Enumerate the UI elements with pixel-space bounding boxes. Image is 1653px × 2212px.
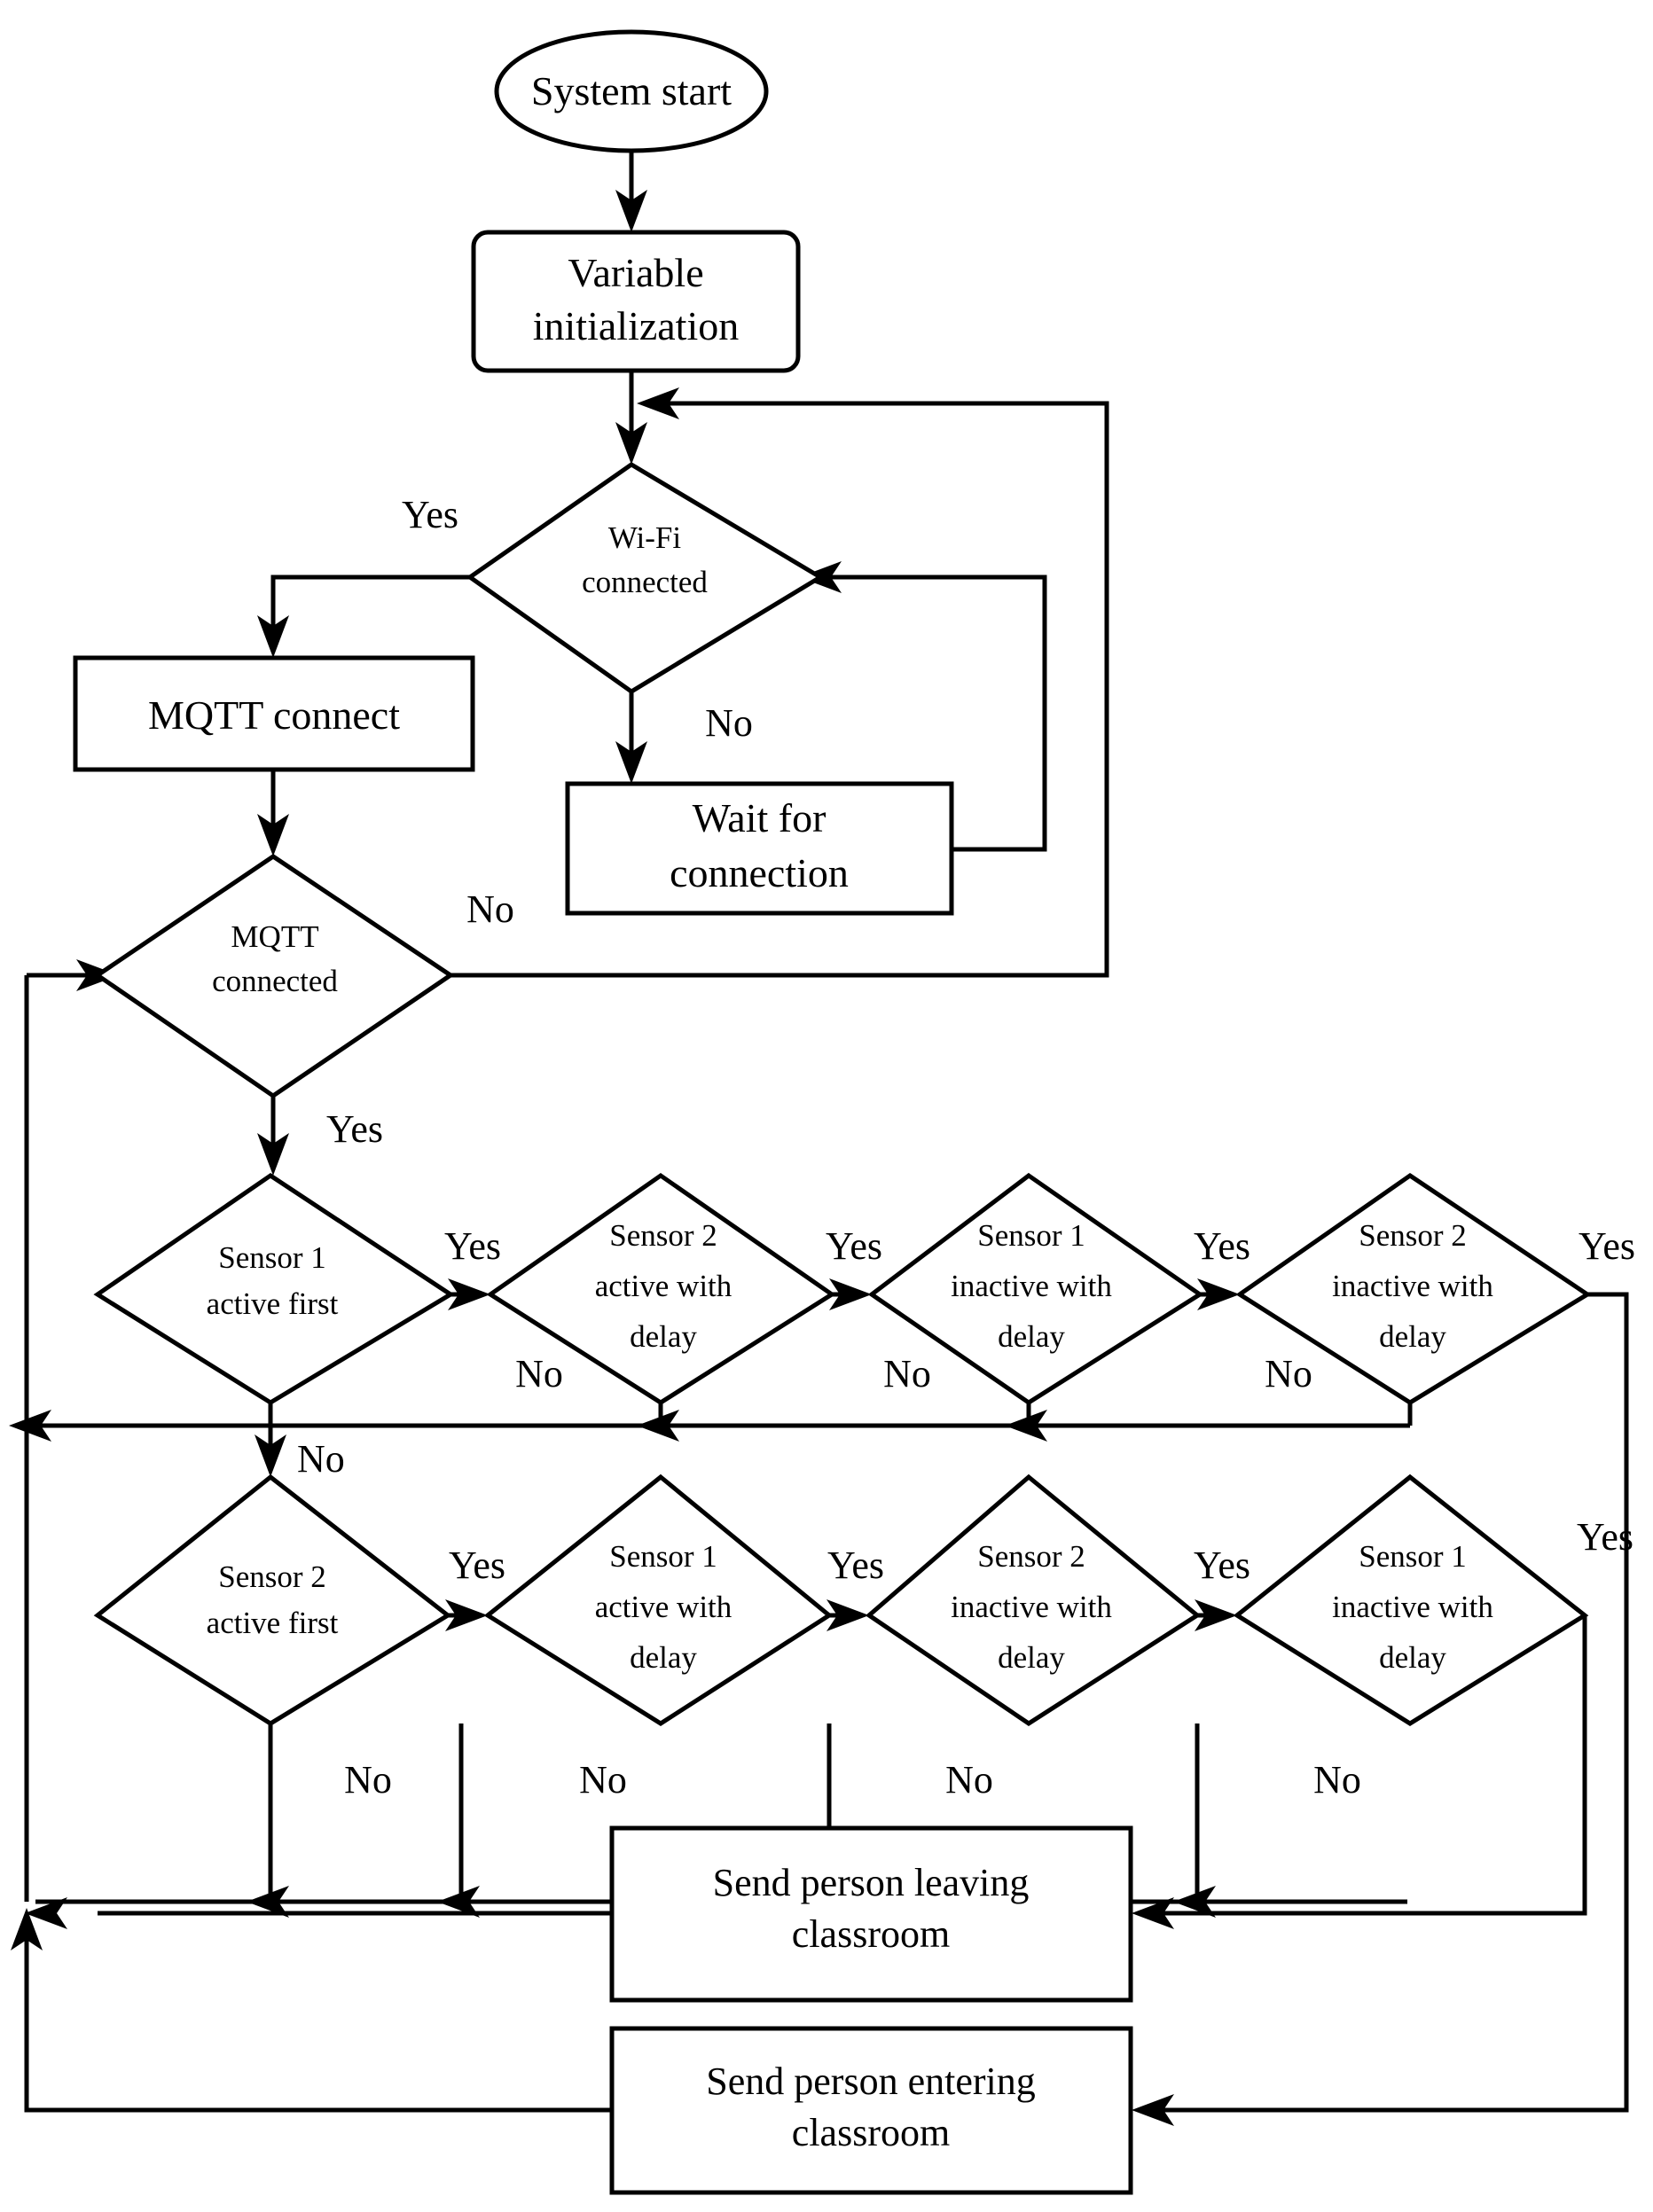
node-r2d3-line3: delay (998, 1640, 1065, 1675)
node-system-start-label: System start (531, 68, 732, 113)
edge-label-r1-yes-3: Yes (1194, 1224, 1250, 1268)
node-wait-for-connection[interactable]: Wait for connection (565, 781, 954, 916)
edge-label-r1-yes-2: Yes (826, 1224, 882, 1268)
edge-wifi-yes-to-mqtt-connect (257, 574, 470, 658)
edge-label-r2-no-3: No (945, 1758, 993, 1802)
node-mqtt-connected-decision[interactable]: MQTT connected (93, 853, 455, 1099)
edge-send-entering-to-left-return (24, 1986, 612, 2113)
node-r1d2-line2: active with (595, 1269, 732, 1303)
node-r2d2-line1: Sensor 1 (609, 1539, 717, 1574)
node-r1-sensor1-active-first[interactable]: Sensor 1 active first (93, 1172, 455, 1405)
node-r1-sensor1-inactive-with-delay[interactable]: Sensor 1 inactive with delay (867, 1172, 1204, 1405)
edge-mqtt-yes-to-row1 (257, 1096, 289, 1176)
node-r2d1-line1: Sensor 2 (218, 1559, 326, 1594)
node-variable-initialization-line1: Variable (568, 250, 703, 295)
edge-label-r2-no-2: No (579, 1758, 627, 1802)
node-r2d4-line3: delay (1379, 1640, 1446, 1675)
node-r2-sensor2-inactive-with-delay[interactable]: Sensor 2 inactive with delay (865, 1473, 1202, 1726)
node-wifi-connected-decision[interactable]: Wi-Fi connected (466, 462, 825, 694)
node-r2d3-line2: inactive with (951, 1590, 1112, 1624)
node-send-entering-line2: classroom (792, 2111, 950, 2154)
node-r2d3-line1: Sensor 2 (977, 1539, 1085, 1574)
node-r2-sensor1-active-with-delay[interactable]: Sensor 1 active with delay (483, 1473, 834, 1726)
edge-label-wifi-yes: Yes (402, 493, 458, 536)
edge-label-r1-no-1: No (297, 1437, 345, 1481)
edge-label-r2-yes-3: Yes (1194, 1544, 1250, 1587)
node-r2d2-line2: active with (595, 1590, 732, 1624)
node-send-person-entering[interactable]: Send person entering classroom (609, 2026, 1133, 2195)
edge-mqtt-connect-to-check (257, 770, 289, 856)
node-send-leaving-line1: Send person leaving (713, 1861, 1030, 1904)
node-mqtt-connected-line1: MQTT (231, 919, 318, 954)
node-wifi-connected-line2: connected (582, 565, 708, 599)
edge-label-r1-no-4: No (1265, 1352, 1312, 1395)
node-r1d2-line3: delay (630, 1319, 697, 1354)
node-mqtt-connect[interactable]: MQTT connect (73, 655, 475, 772)
edge-send-leaving-to-left-return (11, 1897, 612, 1986)
node-r1-sensor2-active-with-delay[interactable]: Sensor 2 active with delay (486, 1172, 836, 1405)
node-wifi-connected-line1: Wi-Fi (608, 520, 681, 555)
edge-r1d1-no-to-row2 (255, 1403, 286, 1477)
node-mqtt-connect-label: MQTT connect (148, 692, 400, 738)
node-r1d1-line2: active first (207, 1286, 339, 1321)
node-r2-sensor1-inactive-with-delay[interactable]: Sensor 1 inactive with delay (1233, 1473, 1589, 1726)
edge-label-r1-yes-4: Yes (1579, 1224, 1635, 1268)
node-r2d4-line2: inactive with (1332, 1590, 1493, 1624)
edge-init-to-wifi (615, 371, 647, 465)
node-r1d4-line3: delay (1379, 1319, 1446, 1354)
edge-r1d4-yes-to-send-entering (1132, 1292, 1629, 2126)
node-r2d2-line3: delay (630, 1640, 697, 1675)
edge-r2d4-yes-to-send-leaving (1132, 1615, 1587, 1929)
node-r1-sensor2-inactive-with-delay[interactable]: Sensor 2 inactive with delay (1235, 1172, 1592, 1405)
node-r1d3-line2: inactive with (951, 1269, 1112, 1303)
edge-start-to-init (615, 149, 647, 232)
node-wait-for-connection-line2: connection (670, 850, 849, 895)
node-r1d4-line2: inactive with (1332, 1269, 1493, 1303)
edge-label-r1-yes-1: Yes (444, 1224, 501, 1268)
edge-r2d3-yes-to-r2d4 (1195, 1599, 1237, 1631)
edge-row1-no-bus (9, 1403, 1413, 1442)
node-r2d4-line1: Sensor 1 (1359, 1539, 1467, 1574)
edge-label-mqtt-no: No (466, 887, 514, 931)
edge-label-r1-no-3: No (883, 1352, 931, 1395)
node-r2-sensor2-active-first[interactable]: Sensor 2 active first (93, 1473, 452, 1726)
node-r1d1-line1: Sensor 1 (218, 1240, 326, 1275)
node-r1d3-line3: delay (998, 1319, 1065, 1354)
edge-wifi-no-to-wait (615, 692, 647, 784)
node-variable-initialization-line2: initialization (533, 303, 740, 348)
edge-r2d1-yes-to-r2d2 (445, 1599, 488, 1631)
node-r1d4-line1: Sensor 2 (1359, 1218, 1467, 1253)
edge-label-r2-no-1: No (344, 1758, 392, 1802)
node-variable-initialization[interactable]: Variable initialization (471, 230, 801, 373)
edge-label-r2-yes-1: Yes (449, 1544, 505, 1587)
edge-label-wifi-no: No (705, 701, 753, 745)
node-mqtt-connected-line2: connected (212, 964, 338, 998)
node-send-person-leaving[interactable]: Send person leaving classroom (609, 1825, 1133, 2003)
node-send-leaving-line2: classroom (792, 1912, 950, 1956)
edge-label-r1-no-2: No (515, 1352, 563, 1395)
edge-label-mqtt-yes: Yes (326, 1107, 383, 1151)
node-wait-for-connection-line1: Wait for (693, 795, 826, 840)
edge-label-r2-no-4: No (1313, 1758, 1361, 1802)
edge-label-r2-yes-2: Yes (827, 1544, 884, 1587)
edge-r2d2-yes-to-r2d3 (826, 1599, 869, 1631)
edge-label-r2-yes-4: Yes (1577, 1515, 1633, 1559)
node-send-entering-line1: Send person entering (706, 2060, 1035, 2103)
node-r1d2-line1: Sensor 2 (609, 1218, 717, 1253)
node-r1d3-line1: Sensor 1 (977, 1218, 1085, 1253)
edge-mqtt-no-to-wifi (450, 387, 1109, 978)
node-system-start[interactable]: System start (494, 29, 769, 153)
node-r2d1-line2: active first (207, 1606, 339, 1640)
